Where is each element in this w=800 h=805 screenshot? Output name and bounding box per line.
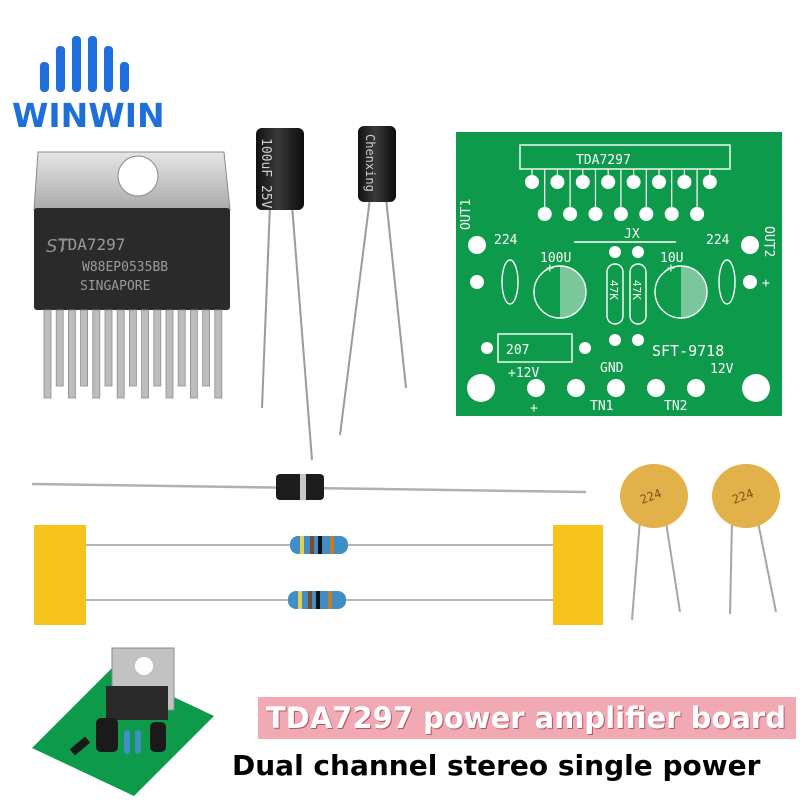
logo-text: WINWIN	[12, 96, 165, 135]
electrolytic-capacitor-small: Chenxing	[339, 126, 407, 436]
pcb-ecap-plus-right: +	[667, 261, 675, 276]
pcb-res2: 47K	[630, 280, 643, 300]
ic-code: W88EP0535BB	[82, 260, 168, 275]
ceramic-capacitor-2: 224	[712, 464, 780, 615]
ic-pin	[177, 309, 186, 387]
ic-part-number: TDA7297	[58, 235, 125, 254]
caption-title: TDA7297 power amplifier board	[258, 697, 796, 739]
ic-pin	[141, 309, 150, 399]
ic-pin	[202, 309, 211, 387]
pcb-ecap-plus-left: +	[546, 261, 554, 276]
pcb-12v: 12V	[710, 362, 734, 377]
resistor-47k-1	[290, 536, 348, 554]
pcb-tn1: TN1	[590, 399, 613, 414]
ic-pin	[43, 309, 52, 399]
pcb-out-plus: +	[762, 276, 770, 291]
pcb-plus12: +12V	[508, 366, 539, 381]
ic-pin	[68, 309, 76, 399]
pcb-title: TDA7297	[576, 153, 631, 168]
ic-pin	[55, 309, 64, 387]
ceramic-label-2: 224	[730, 486, 755, 507]
pcb-ecap-left: 100U	[540, 251, 571, 266]
ceramic-label-1: 224	[638, 486, 663, 507]
ic-origin: SINGAPORE	[80, 279, 150, 294]
cap1-label: 100uF 25V	[258, 138, 273, 209]
pcb-gnd: GND	[600, 361, 624, 376]
ic-pin	[214, 309, 223, 399]
pcb-cap-right: 224	[706, 233, 730, 248]
pcb-board: TDA7297 OUT1 OUT2 224 224 JX 100U 10U 47…	[456, 132, 782, 416]
pcb-diode: 207	[506, 343, 529, 358]
pcb-cap-left: 224	[494, 233, 518, 248]
pcb-out2: OUT2	[761, 226, 776, 257]
resistor-tape	[34, 525, 603, 625]
ic-pin	[92, 309, 101, 399]
pcb-out1: OUT1	[459, 199, 474, 230]
electrolytic-capacitor-100uf: 100uF 25V	[256, 128, 313, 461]
ic-pin	[116, 309, 125, 399]
st-logo-icon: ST	[46, 236, 70, 257]
resistor-47k-2	[288, 591, 346, 609]
caption-subtitle: Dual channel stereo single power	[232, 749, 761, 782]
ic-pin	[153, 309, 162, 387]
pcb-model: SFT-9718	[652, 342, 724, 360]
pcb-out-minus: -	[762, 238, 770, 253]
pcb-jx: JX	[624, 227, 640, 242]
cap2-label: Chenxing	[363, 134, 377, 192]
pcb-plus: +	[530, 401, 538, 416]
pcb-pads	[525, 169, 717, 221]
ic-pin	[165, 309, 174, 399]
pcb-res1: 47K	[607, 280, 620, 300]
pcb-tn2: TN2	[664, 399, 687, 414]
brand-logo: WINWIN	[12, 36, 165, 135]
ic-pin	[80, 309, 88, 387]
pcb-ecap-right: 10U	[660, 251, 683, 266]
tda7297-ic: TDA7297 W88EP0535BB SINGAPORE ST	[33, 151, 231, 399]
diode	[31, 474, 587, 500]
ic-pin	[128, 309, 137, 387]
logo-mark-icon	[40, 36, 129, 92]
ic-pin	[104, 309, 113, 387]
ic-pins	[43, 309, 223, 399]
ceramic-capacitor-1: 224	[620, 464, 688, 621]
assembled-board-thumbnail	[32, 647, 214, 796]
ic-pin	[189, 309, 198, 399]
